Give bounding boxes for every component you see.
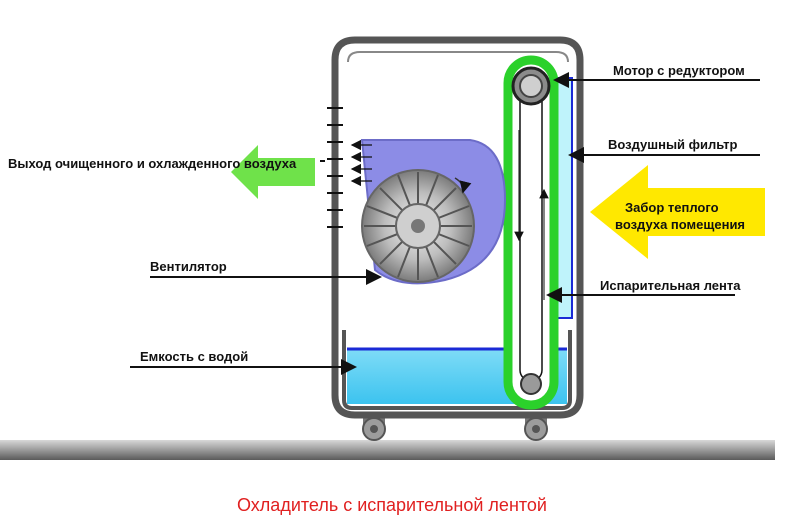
air-out-arrows — [350, 139, 372, 187]
label-tank: Емкость с водой — [140, 349, 248, 364]
label-belt: Испарительная лента — [600, 278, 741, 293]
label-filter: Воздушный фильтр — [608, 137, 737, 152]
label-intake-2: воздуха помещения — [615, 217, 745, 232]
floor-bar — [0, 440, 775, 460]
intake-air-arrow — [590, 165, 765, 259]
bottom-pulley — [520, 373, 542, 395]
label-fan: Вентилятор — [150, 259, 227, 274]
motor-pulley — [511, 66, 551, 106]
label-motor: Мотор с редуктором — [613, 63, 745, 78]
label-outlet: Выход очищенного и охлажденного воздуха — [8, 156, 297, 171]
vent-grille — [327, 107, 343, 228]
fan-housing — [360, 139, 507, 285]
diagram-caption: Охладитель с испарительной лентой — [237, 495, 547, 515]
evaporative-belt — [503, 55, 559, 410]
wheel-right — [524, 412, 548, 441]
label-intake-1: Забор теплого — [625, 200, 719, 215]
outlet-air-arrow — [231, 145, 315, 199]
